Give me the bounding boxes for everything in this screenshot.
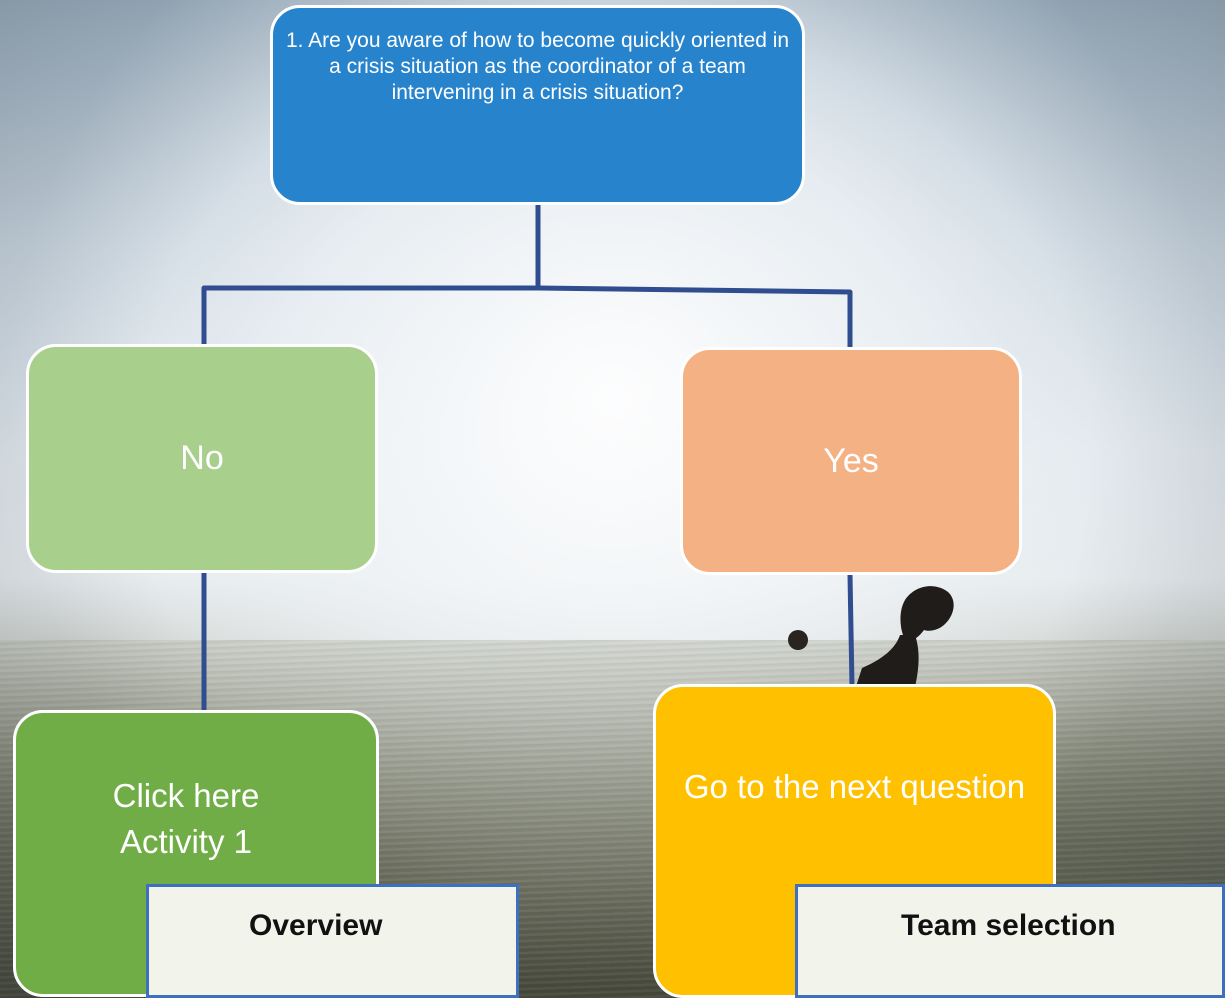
team-selection-label: Team selection — [901, 909, 1116, 942]
overview-button[interactable]: Overview — [146, 884, 519, 998]
yes-label: Yes — [823, 441, 879, 480]
question-text: 1. Are you aware of how to become quickl… — [285, 29, 790, 104]
activity-label[interactable]: Activity 1 — [119, 823, 253, 860]
next-question-text[interactable]: Go to the next question — [683, 768, 1026, 805]
yes-branch-box: Yes — [680, 347, 1022, 575]
click-here-text[interactable]: Click here — [112, 777, 260, 814]
connector-yes-next — [847, 574, 855, 687]
connector-split — [201, 285, 853, 347]
no-label: No — [180, 439, 224, 477]
team-selection-button[interactable]: Team selection — [795, 884, 1225, 998]
overview-label: Overview — [249, 909, 383, 942]
question-box: 1. Are you aware of how to become quickl… — [270, 5, 805, 205]
no-branch-box: No — [26, 344, 378, 573]
